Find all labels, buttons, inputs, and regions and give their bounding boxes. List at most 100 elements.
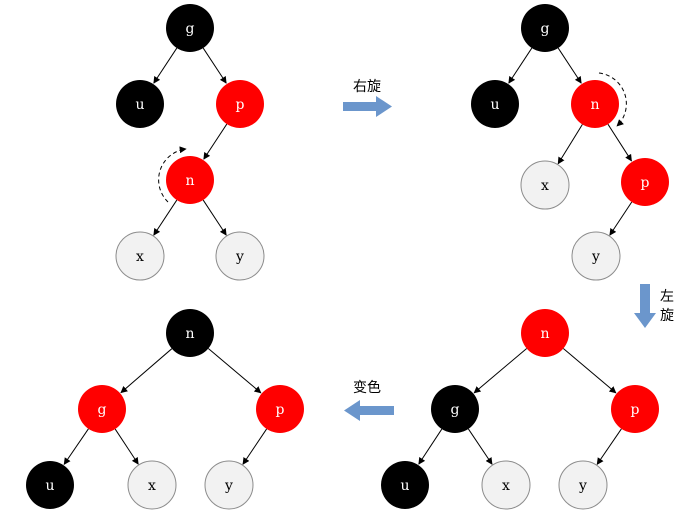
node-y: y — [571, 231, 621, 281]
node-p-circle — [216, 80, 264, 128]
arrow-right-icon — [343, 96, 392, 117]
edge-g-u — [418, 428, 443, 465]
node-n: n — [521, 309, 569, 357]
node-p: p — [216, 80, 264, 128]
node-p-label: p — [641, 175, 650, 191]
edge-p-y — [609, 201, 633, 236]
node-p-label: p — [236, 97, 245, 113]
node-g: g — [166, 4, 214, 52]
node-y: y — [558, 460, 608, 510]
node-g-label: g — [186, 21, 195, 37]
step-rotate-left-label-line2: 旋 — [660, 308, 674, 324]
node-p-circle — [256, 385, 304, 433]
node-p: p — [611, 385, 659, 433]
node-y-label: y — [224, 478, 233, 494]
node-n-label: n — [590, 97, 599, 113]
rotation-marker-icon — [598, 72, 627, 127]
node-y-label: y — [235, 249, 244, 265]
edge-g-u — [63, 428, 89, 465]
node-u: u — [381, 461, 429, 509]
step-recolor: 变色 — [344, 379, 394, 421]
node-u-label: u — [135, 97, 144, 113]
node-x-circle — [115, 231, 165, 281]
node-y: y — [204, 460, 254, 510]
node-x-circle — [127, 460, 177, 510]
node-u-circle — [381, 461, 429, 509]
edge-g-n — [557, 47, 582, 84]
node-n-circle — [521, 309, 569, 357]
node-u-circle — [26, 461, 74, 509]
edge-n-y — [202, 199, 227, 236]
node-u-circle — [116, 80, 164, 128]
node-g-label: g — [98, 402, 107, 418]
node-y-circle — [204, 460, 254, 510]
node-u-circle — [471, 80, 519, 128]
edge-g-u — [508, 47, 533, 84]
node-g-circle — [431, 385, 479, 433]
node-y-circle — [215, 231, 265, 281]
arrow-left-icon — [344, 400, 394, 421]
node-u-label: u — [400, 478, 409, 494]
edge-n-p — [607, 123, 632, 162]
edge-p-y — [242, 428, 268, 465]
node-u: u — [116, 80, 164, 128]
node-n-circle — [166, 156, 214, 204]
tree-initial: g u p n x y — [115, 4, 265, 281]
node-g-label: g — [451, 402, 460, 418]
edge-g-x — [114, 428, 139, 465]
edge-g-p — [202, 47, 227, 84]
node-u: u — [26, 461, 74, 509]
node-g-circle — [166, 4, 214, 52]
node-n-label: n — [540, 326, 549, 342]
node-g: g — [431, 385, 479, 433]
node-y-label: y — [578, 478, 587, 494]
edge-n-x — [557, 124, 583, 165]
node-n-label: n — [185, 326, 194, 342]
edge-g-u — [153, 47, 178, 84]
node-g-circle — [521, 4, 569, 52]
node-n-circle — [571, 80, 619, 128]
node-n-label: n — [185, 173, 194, 189]
node-g: g — [521, 4, 569, 52]
step-rotate-right: 右旋 — [343, 79, 392, 117]
step-rotate-left-label-line1: 左 — [660, 289, 674, 305]
rotation-marker-icon — [158, 146, 187, 203]
edge-n-p — [208, 348, 262, 394]
node-x-circle — [520, 160, 570, 210]
edge-g-x — [467, 428, 493, 465]
trees-layer: g u p n x y g u n x p y n g p u x y n g p u x y — [26, 4, 669, 510]
node-x: x — [481, 460, 531, 510]
node-g-circle — [78, 385, 126, 433]
node-u-label: u — [45, 478, 54, 494]
step-rotate-right-label: 右旋 — [353, 79, 381, 95]
node-p-label: p — [631, 402, 640, 418]
tree-after-recolor: n g p u x y — [26, 309, 304, 510]
node-x-label: x — [502, 478, 510, 494]
tree-after-right-rotation: g u n x p y — [471, 4, 669, 281]
edge-p-n — [203, 123, 228, 160]
node-g: g — [78, 385, 126, 433]
node-n: n — [166, 309, 214, 357]
node-y-label: y — [591, 249, 600, 265]
node-p-circle — [611, 385, 659, 433]
step-recolor-label: 变色 — [353, 379, 381, 396]
node-x: x — [127, 460, 177, 510]
node-p-label: p — [276, 402, 285, 418]
edge-n-p — [563, 348, 617, 394]
edge-p-y — [596, 428, 622, 465]
node-y: y — [215, 231, 265, 281]
node-x: x — [115, 231, 165, 281]
arrow-down-icon — [634, 284, 656, 328]
node-n: n — [166, 156, 214, 204]
node-x-label: x — [148, 478, 156, 494]
node-x-label: x — [541, 178, 549, 194]
edge-n-g — [120, 348, 173, 394]
node-n-circle — [166, 309, 214, 357]
node-u: u — [471, 80, 519, 128]
edge-n-g — [473, 348, 527, 394]
step-rotate-left: 左 旋 — [634, 284, 674, 328]
node-y-circle — [571, 231, 621, 281]
node-g-label: g — [541, 21, 550, 37]
edge-n-x — [153, 199, 178, 236]
